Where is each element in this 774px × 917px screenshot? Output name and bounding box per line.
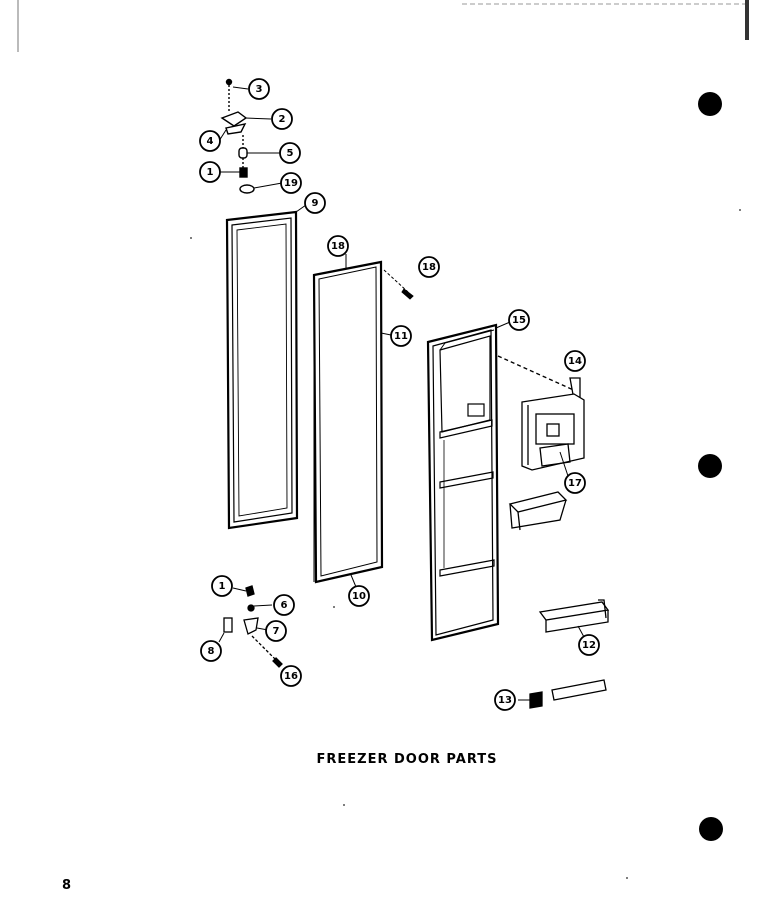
callout-label: 1: [219, 581, 226, 592]
callout-circle: [304, 192, 326, 214]
callout-circle: [248, 78, 270, 100]
callout-label: 16: [284, 671, 298, 682]
dispenser-door-part-15: [426, 323, 500, 642]
bracket-part-13: [529, 679, 607, 709]
leader-lines: [218, 86, 585, 701]
callout-9: 9: [304, 192, 326, 214]
callout-circle: [211, 575, 233, 597]
callout-circle: [279, 142, 301, 164]
ice-tray-part-17: [508, 491, 568, 531]
callout-14: 14: [564, 350, 586, 372]
callout-circle: [280, 665, 302, 687]
callout-circle: [578, 634, 600, 656]
callout-19: 19: [280, 172, 302, 194]
callout-label: 2: [279, 114, 286, 125]
callout-circle: [273, 594, 295, 616]
door-panel-part-11: [312, 260, 384, 584]
callout-label: 11: [394, 331, 408, 342]
callout-label: 14: [568, 356, 582, 367]
callout-label: 1: [207, 167, 214, 178]
callout-circle: [280, 172, 302, 194]
callout-label: 12: [582, 640, 596, 651]
callout-label: 19: [284, 178, 298, 189]
callout-label: 4: [207, 136, 214, 147]
callout-13: 13: [494, 689, 516, 711]
callout-label: 7: [273, 626, 280, 637]
scan-specks: [190, 209, 741, 879]
callout-16: 16: [280, 665, 302, 687]
door-gasket-part-9: [225, 210, 299, 530]
callout-1: 1: [211, 575, 233, 597]
callout-circle: [348, 585, 370, 607]
callout-circle: [418, 256, 440, 278]
callout-15: 15: [508, 309, 530, 331]
punch-hole-middle: [698, 454, 722, 478]
callout-label: 6: [281, 600, 288, 611]
diagram-caption: FREEZER DOOR PARTS: [316, 752, 498, 767]
callout-circle: [508, 309, 530, 331]
callout-18: 18: [327, 235, 349, 257]
callout-label: 8: [208, 646, 215, 657]
callout-18: 18: [418, 256, 440, 278]
callout-circle: [494, 689, 516, 711]
callout-label: 9: [312, 198, 319, 209]
callout-label: 18: [422, 262, 436, 273]
callout-label: 3: [256, 84, 263, 95]
callout-label: 18: [331, 241, 345, 252]
callout-17: 17: [564, 472, 586, 494]
callout-2: 2: [271, 108, 293, 130]
callout-label: 15: [512, 315, 526, 326]
callout-circle: [199, 130, 221, 152]
callout-circle: [564, 472, 586, 494]
kick-plate-part-12: [538, 599, 610, 633]
callout-12: 12: [578, 634, 600, 656]
right-edge-mark: [745, 0, 749, 40]
punch-hole-top: [698, 92, 722, 116]
callout-label: 10: [352, 591, 366, 602]
callout-circle: [327, 235, 349, 257]
page-number: 8: [62, 878, 72, 893]
callout-5: 5: [279, 142, 301, 164]
lower-hinge-assembly: [223, 585, 283, 668]
callout-circle: [390, 325, 412, 347]
callout-label: 5: [287, 148, 294, 159]
callout-3: 3: [248, 78, 270, 100]
callout-7: 7: [265, 620, 287, 642]
callout-circle: [271, 108, 293, 130]
callout-label: 17: [568, 478, 582, 489]
callout-10: 10: [348, 585, 370, 607]
callout-11: 11: [390, 325, 412, 347]
callout-1: 1: [199, 161, 221, 183]
screw-part-18: [383, 269, 414, 300]
punch-hole-bottom: [699, 817, 723, 841]
callout-6: 6: [273, 594, 295, 616]
dispenser-mechanism-part-14: [497, 355, 585, 471]
callout-circle: [564, 350, 586, 372]
callout-circle: [200, 640, 222, 662]
callout-label: 13: [498, 695, 512, 706]
callout-circle: [199, 161, 221, 183]
callout-4: 4: [199, 130, 221, 152]
callout-circle: [265, 620, 287, 642]
callout-8: 8: [200, 640, 222, 662]
upper-hinge-assembly: [220, 78, 255, 194]
